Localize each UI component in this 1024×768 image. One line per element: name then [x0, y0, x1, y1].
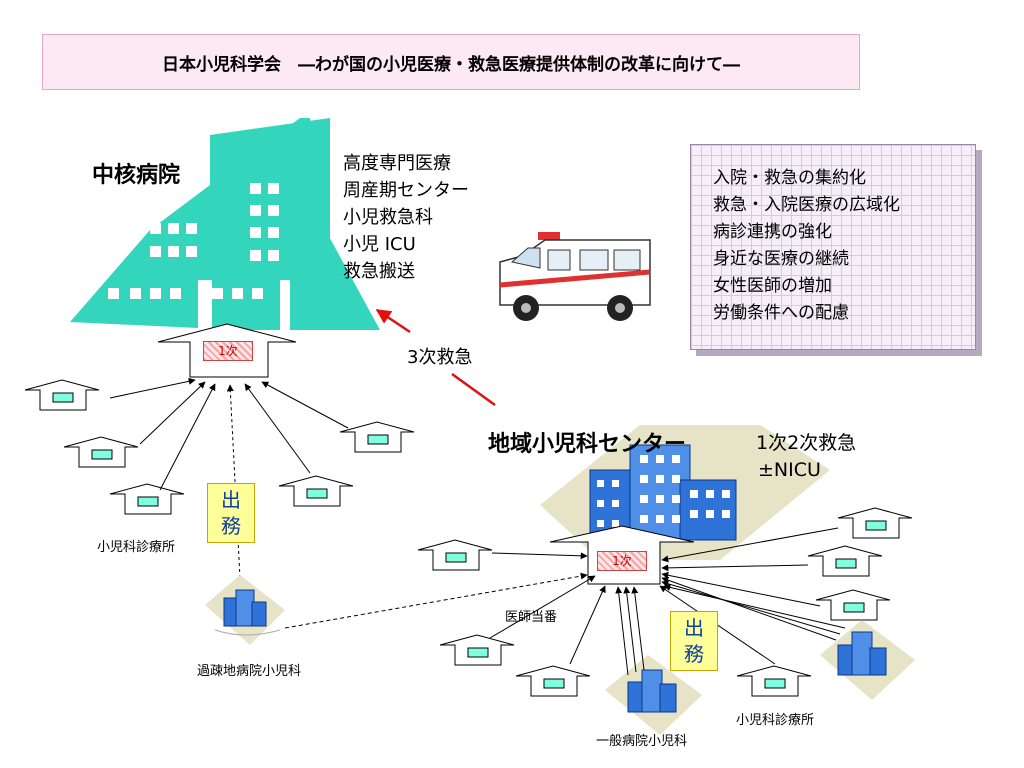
clinic-left-label: 小児科診療所	[97, 540, 176, 555]
duty-char: 務	[221, 514, 241, 538]
reform-item: 女性医師の増加	[713, 276, 832, 296]
central-service: 救急搬送	[343, 261, 415, 282]
central-hospital-label: 中核病院	[92, 163, 181, 188]
rural-hospital-label: 過疎地病院小児科	[197, 664, 302, 679]
duty-badge-right: 出 務	[670, 611, 718, 671]
ambulance-icon	[499, 232, 651, 321]
reform-item: 入院・救急の集約化	[713, 168, 866, 188]
regional-center-label: 地域小児科センター	[488, 432, 687, 457]
regional-services: 1次2次救急 ±NICU	[756, 430, 856, 484]
central-service: 小児 ICU	[343, 234, 416, 255]
rural-hospital-icon	[205, 575, 285, 645]
central-services-list: 高度専門医療 周産期センター 小児救急科 小児 ICU 救急搬送	[343, 150, 469, 285]
central-service: 小児救急科	[343, 207, 433, 228]
clinic-right-label: 小児科診療所	[736, 713, 815, 728]
duty-char: 出	[684, 616, 704, 640]
reform-item: 病診連携の強化	[713, 222, 832, 242]
right-clinic-houses	[417, 507, 913, 697]
regional-primary-badge: 1次	[597, 551, 647, 571]
doctor-duty-label: 医師当番	[505, 610, 558, 625]
regional-service: 1次2次救急	[756, 432, 857, 454]
duty-char: 出	[221, 488, 241, 512]
central-service: 高度専門医療	[343, 153, 451, 174]
left-referral-arrows	[109, 377, 349, 579]
tertiary-label: 3次救急	[407, 347, 473, 368]
reform-list-box: 入院・救急の集約化 救急・入院医療の広域化 病診連携の強化 身近な医療の継続 女…	[690, 144, 976, 350]
reform-item: 身近な医療の継続	[713, 249, 849, 269]
left-clinic-houses	[24, 379, 415, 515]
duty-char: 務	[684, 642, 704, 666]
reform-item: 救急・入院医療の広域化	[713, 195, 900, 215]
central-hospital-icon	[70, 118, 380, 332]
regional-service: ±NICU	[758, 459, 821, 481]
duty-badge-left: 出 務	[207, 483, 255, 543]
central-primary-badge: 1次	[203, 341, 253, 361]
general-hospital-label: 一般病院小児科	[596, 734, 688, 749]
reform-item: 労働条件への配慮	[713, 303, 849, 323]
general-hospital-icons	[605, 620, 915, 735]
central-service: 周産期センター	[343, 180, 469, 201]
page-title: 日本小児科学会 ―わが国の小児医療・救急医療提供体制の改革に向けて―	[42, 34, 860, 90]
regional-referral-arrows	[284, 527, 846, 676]
tertiary-transport-arrow	[375, 308, 496, 407]
